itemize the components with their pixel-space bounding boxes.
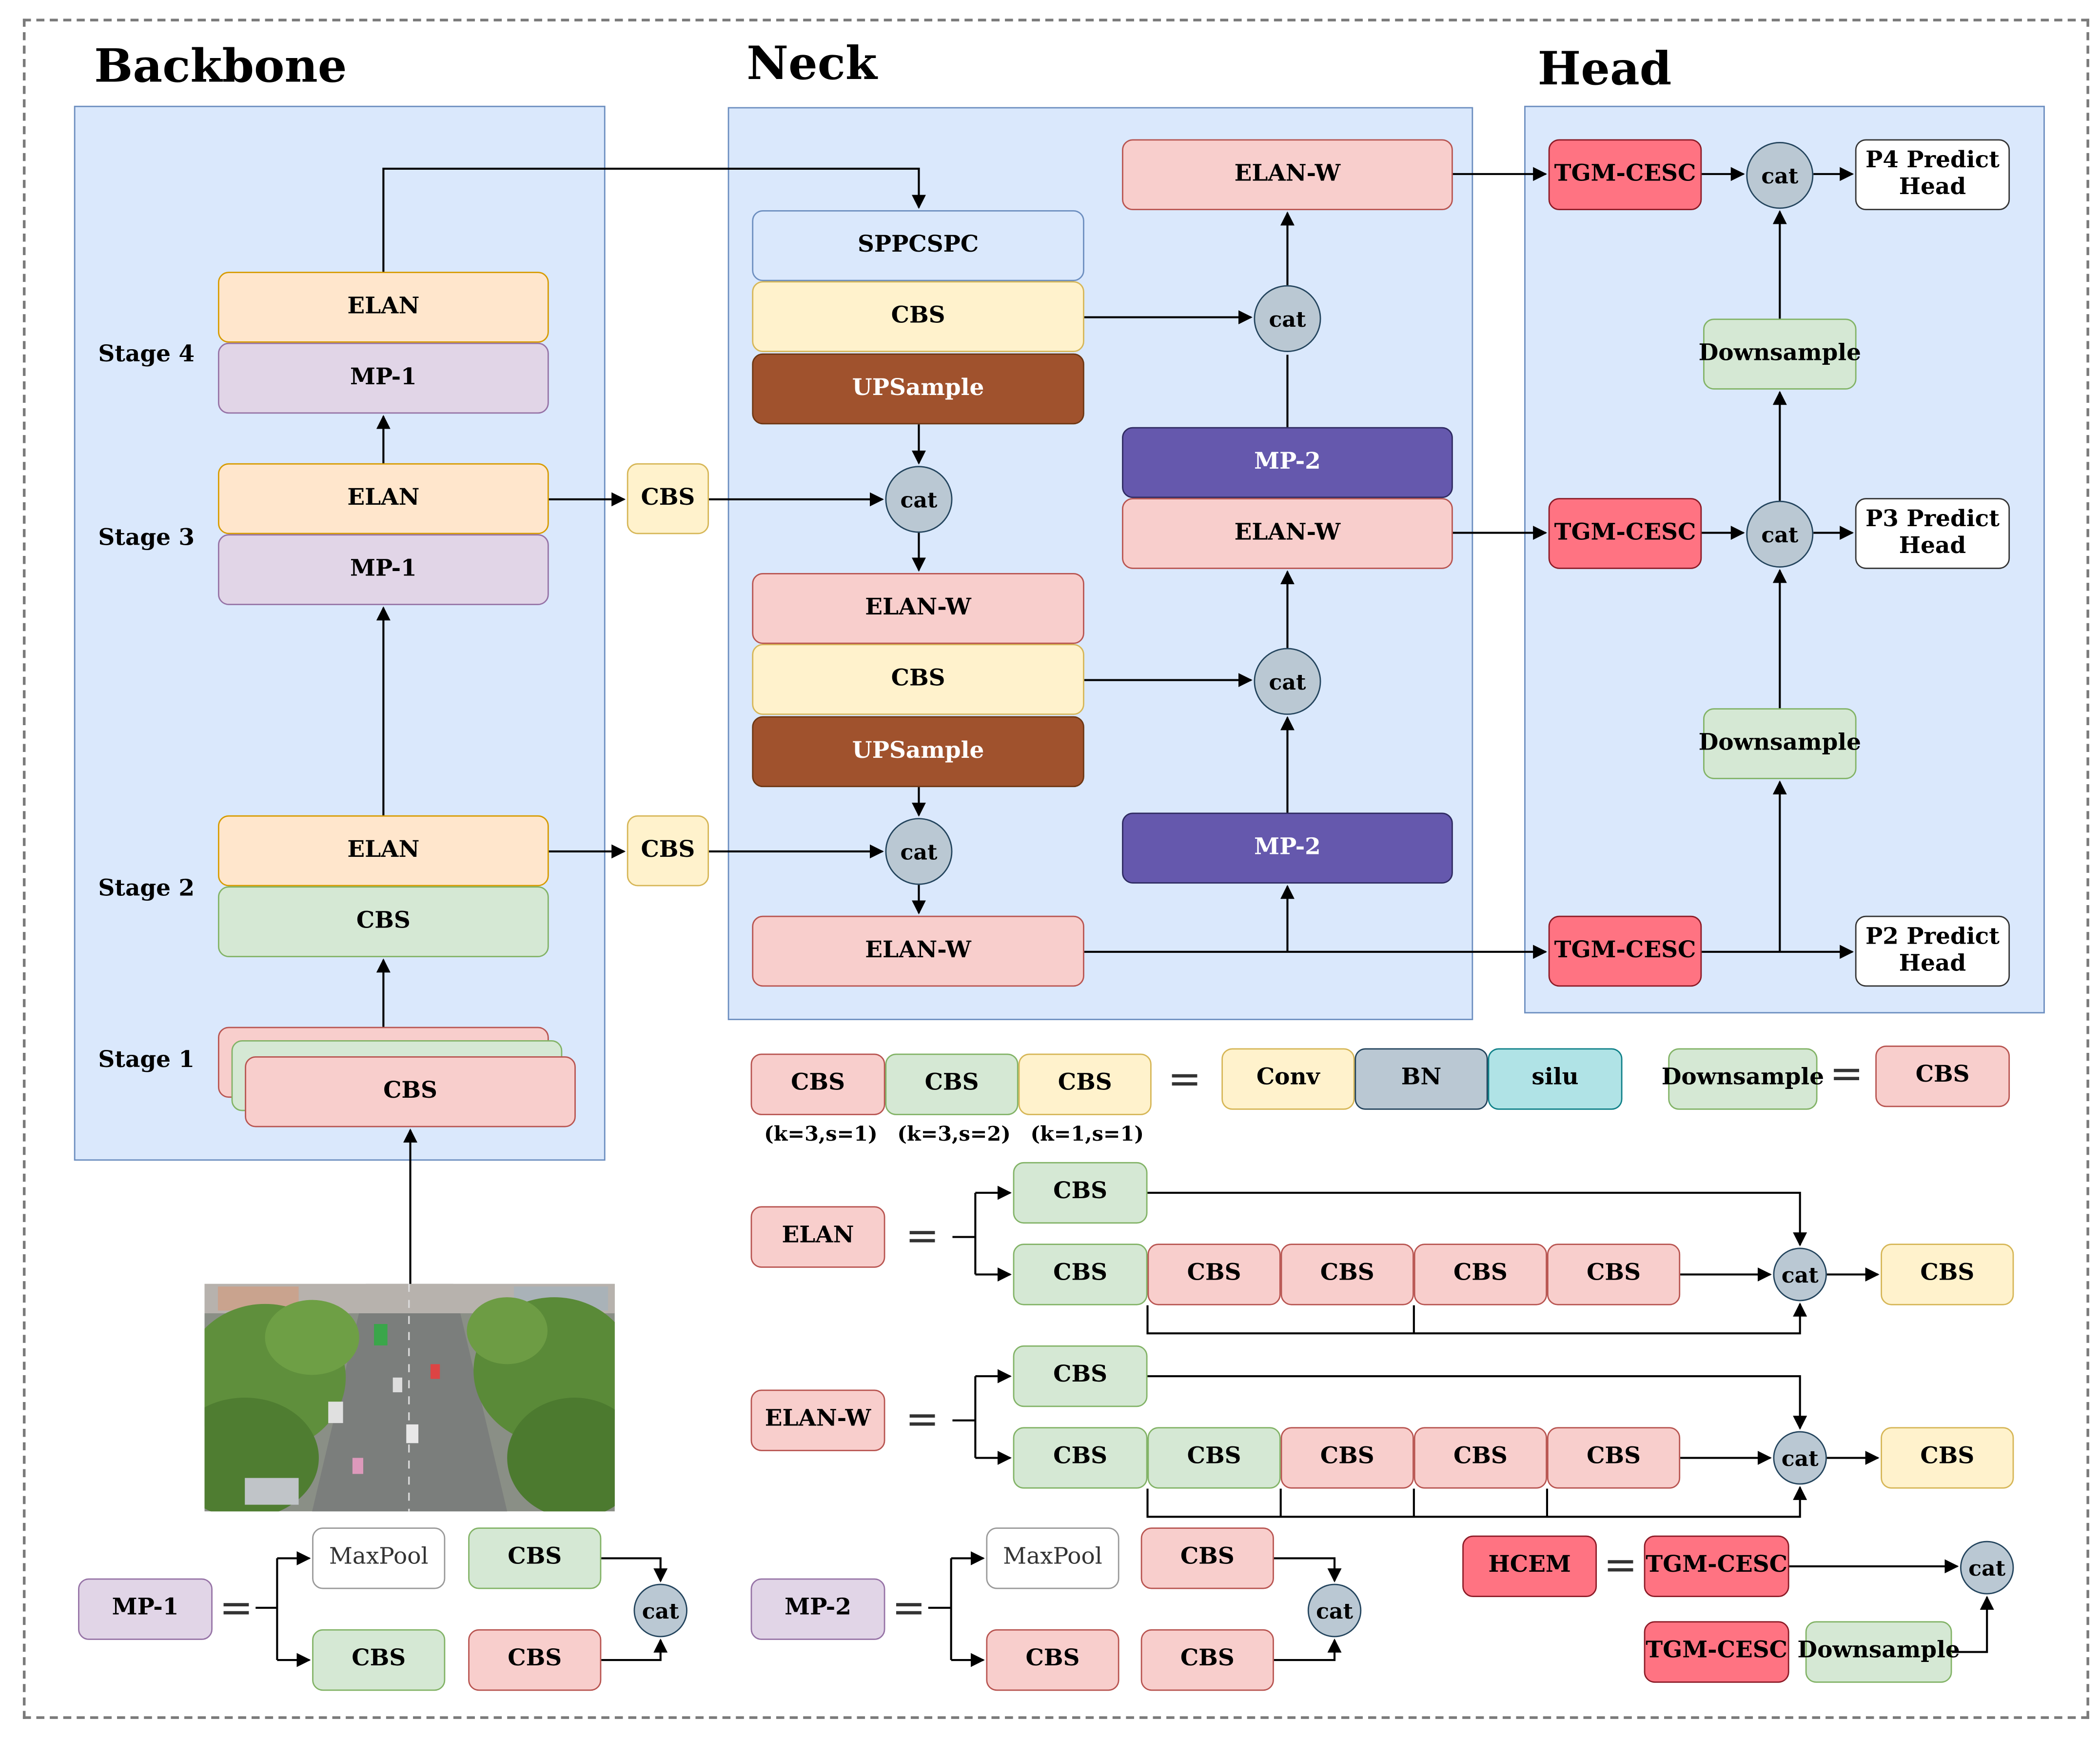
legend-equals-downsample: = [1829, 1050, 1864, 1098]
stage2-label: Stage 2 [98, 875, 195, 903]
legend-note-k3s1: (k=3,s=1) [764, 1122, 878, 1146]
legend-cbs-k3s1: CBS [750, 1053, 885, 1115]
elan-def-chain-cbs-1: CBS [1147, 1244, 1281, 1305]
neck-cat-top: cat [1254, 285, 1321, 352]
stage3-label: Stage 3 [98, 525, 195, 552]
upsample-block-1: UPSample [752, 353, 1084, 425]
mp2-def-cbs-a: CBS [1140, 1527, 1274, 1589]
legend-bn: BN [1354, 1048, 1488, 1110]
neck-cbs-block-2: CBS [752, 644, 1084, 715]
head-downsample-1: Downsample [1699, 318, 1861, 390]
mp2-def-cbs-c: CBS [1140, 1629, 1274, 1691]
elanw-def-chain-cbs-4: CBS [1547, 1427, 1681, 1489]
head-tgm-cesc-1: TGM-CESC [1548, 139, 1702, 210]
legend-downsample-cbs: CBS [1875, 1046, 2010, 1107]
stage2-cbs-block: CBS [217, 886, 549, 957]
neck-elanw-block-1: ELAN-W [752, 573, 1084, 644]
hcem-def-downsample: Downsample [1797, 1621, 1960, 1683]
mp2-def-cbs-b: CBS [986, 1629, 1119, 1691]
input-aerial-image [204, 1284, 615, 1512]
neck-mp2-top-block: MP-2 [1122, 427, 1453, 498]
head-downsample-2: Downsample [1699, 708, 1861, 779]
mp1-def-cbs-c: CBS [468, 1629, 602, 1691]
elan-def-chain-cbs-4: CBS [1547, 1244, 1681, 1305]
outer-dashed-frame [22, 19, 2089, 1719]
upsample-block-2: UPSample [752, 716, 1084, 788]
legend-note-k1s1: (k=1,s=1) [1030, 1122, 1144, 1146]
stage1-label: Stage 1 [98, 1047, 195, 1074]
neck-elanw-block-2: ELAN-W [752, 915, 1084, 987]
neck-cat-2: cat [885, 818, 953, 885]
stage3-mp1-block: MP-1 [217, 534, 549, 605]
legend-downsample: Downsample [1662, 1048, 1824, 1110]
legend-note-k3s2: (k=3,s=2) [897, 1122, 1011, 1146]
stage4-elan-block: ELAN [217, 272, 549, 343]
elanw-def-cat: cat [1773, 1431, 1827, 1485]
p3-predict-head: P3 Predict Head [1855, 498, 2010, 569]
hcem-def-cat: cat [1960, 1541, 2014, 1595]
head-tgm-cesc-2: TGM-CESC [1548, 498, 1702, 569]
elan-def-out-cbs: CBS [1881, 1244, 2014, 1305]
stage2-side-cbs: CBS [627, 815, 709, 887]
elan-def-cat: cat [1773, 1247, 1827, 1302]
elan-def-chain-cbs-3: CBS [1413, 1244, 1547, 1305]
elanw-def-branch-cbs: CBS [1013, 1427, 1148, 1489]
legend-hcem: HCEM [1462, 1535, 1597, 1598]
hcem-def-tgm-cesc-a: TGM-CESC [1644, 1535, 1789, 1598]
legend-conv: Conv [1221, 1048, 1355, 1110]
head-cat-2: cat [1746, 500, 1814, 568]
stage4-label: Stage 4 [98, 341, 195, 368]
neck-mp2-bottom-block: MP-2 [1122, 812, 1453, 884]
mp2-def-maxpool: MaxPool [986, 1527, 1119, 1589]
head-tgm-cesc-3: TGM-CESC [1548, 915, 1702, 987]
stage3-elan-block: ELAN [217, 463, 549, 534]
legend-silu: silu [1488, 1048, 1623, 1110]
stage2-elan-block: ELAN [217, 815, 549, 887]
p4-predict-head: P4 Predict Head [1855, 139, 2010, 210]
stage1-cbs-block: CBS [245, 1056, 576, 1127]
elan-def-top-cbs: CBS [1013, 1162, 1148, 1224]
elanw-def-out-cbs: CBS [1881, 1427, 2014, 1489]
neck-elanw-top-block: ELAN-W [1122, 139, 1453, 210]
elanw-def-chain-cbs-1: CBS [1147, 1427, 1281, 1489]
legend-equals-elan: = [905, 1213, 940, 1260]
legend-equals-mp2: = [892, 1585, 926, 1632]
mp1-def-cbs-a: CBS [468, 1527, 602, 1589]
neck-cat-mid: cat [1254, 648, 1321, 715]
legend-mp1: MP-1 [78, 1578, 213, 1640]
legend-mp2: MP-2 [750, 1578, 885, 1640]
backbone-title: Backbone [94, 40, 347, 94]
head-cat-1: cat [1746, 141, 1814, 209]
elan-def-chain-cbs-2: CBS [1280, 1244, 1414, 1305]
legend-cbs-k3s2: CBS [885, 1053, 1019, 1115]
elanw-def-chain-cbs-2: CBS [1280, 1427, 1414, 1489]
neck-cbs-block-1: CBS [752, 281, 1084, 352]
mp1-def-cbs-b: CBS [312, 1629, 446, 1691]
legend-cbs-k1s1: CBS [1018, 1053, 1152, 1115]
legend-elan: ELAN [750, 1206, 885, 1268]
stage3-side-cbs: CBS [627, 463, 709, 534]
neck-cat-1: cat [885, 466, 953, 533]
sppcspc-block: SPPCSPC [752, 210, 1084, 281]
neck-title: Neck [746, 37, 877, 91]
stage4-mp1-block: MP-1 [217, 342, 549, 414]
mp1-def-cat: cat [633, 1583, 687, 1638]
head-title: Head [1537, 42, 1672, 97]
legend-elanw: ELAN-W [750, 1389, 885, 1451]
mp2-def-cat: cat [1307, 1583, 1362, 1638]
neck-elanw-mid-block: ELAN-W [1122, 498, 1453, 569]
p2-predict-head: P2 Predict Head [1855, 915, 2010, 987]
legend-equals-hcem: = [1603, 1542, 1638, 1589]
legend-equals-elanw: = [905, 1396, 940, 1443]
mp1-def-maxpool: MaxPool [312, 1527, 446, 1589]
elan-def-branch-cbs: CBS [1013, 1244, 1148, 1305]
elanw-def-chain-cbs-3: CBS [1413, 1427, 1547, 1489]
hcem-def-tgm-cesc-b: TGM-CESC [1644, 1621, 1789, 1683]
legend-equals-cbs: = [1167, 1056, 1202, 1104]
legend-equals-mp1: = [219, 1585, 254, 1632]
elanw-def-top-cbs: CBS [1013, 1345, 1148, 1407]
